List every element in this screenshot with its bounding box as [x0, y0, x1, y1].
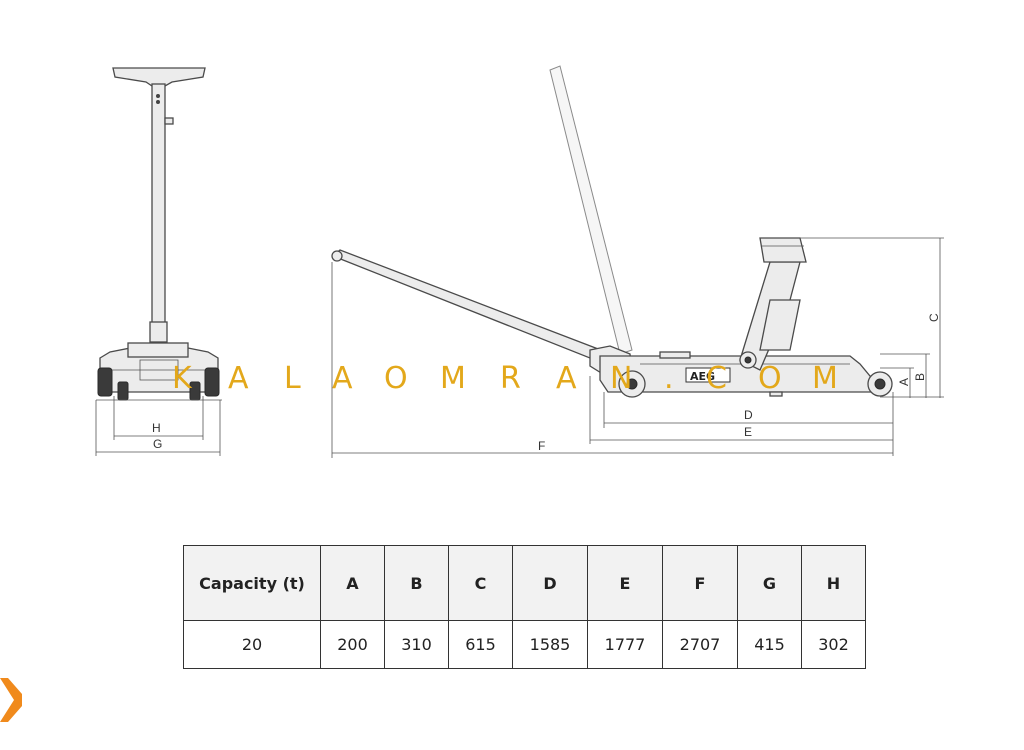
- watermark-letter: K: [172, 361, 193, 396]
- header-capacity: Capacity (t): [183, 545, 321, 621]
- dim-label-g: G: [153, 437, 162, 451]
- dim-label-h: H: [152, 421, 161, 435]
- watermark-letter: M: [440, 361, 466, 396]
- dim-label-e: E: [744, 425, 752, 439]
- side-view: AEG: [331, 65, 893, 398]
- cell-d: 1585: [512, 620, 588, 669]
- cell-b: 310: [384, 620, 449, 669]
- watermark-letter: A: [556, 361, 577, 396]
- dim-label-a: A: [897, 378, 911, 386]
- watermark-letter: A: [228, 361, 249, 396]
- watermark-letter: A: [332, 361, 353, 396]
- watermark-letter: C: [706, 361, 727, 396]
- brand-logo-icon: [0, 678, 22, 722]
- dim-label-b: B: [913, 373, 927, 381]
- cell-h: 302: [801, 620, 866, 669]
- front-dimensions: H G: [95, 396, 221, 456]
- header-f: F: [662, 545, 738, 621]
- header-h: H: [801, 545, 866, 621]
- cell-f: 2707: [662, 620, 738, 669]
- table-row: 20 200 310 615 1585 1777 2707 415 302: [183, 620, 866, 669]
- cell-capacity: 20: [183, 620, 321, 669]
- header-g: G: [737, 545, 802, 621]
- dim-label-d: D: [744, 408, 753, 422]
- watermark-letter: R: [500, 361, 521, 396]
- table-header-row: Capacity (t) A B C D E F G H: [183, 545, 866, 621]
- watermark-letter: O: [384, 361, 408, 396]
- header-b: B: [384, 545, 449, 621]
- side-dimensions: C B A D E F: [331, 237, 944, 458]
- watermark-letter: N: [610, 361, 632, 396]
- cell-a: 200: [320, 620, 385, 669]
- header-d: D: [512, 545, 588, 621]
- watermark-letter: M: [812, 361, 838, 396]
- cell-e: 1777: [587, 620, 663, 669]
- watermark-letter: L: [284, 361, 301, 396]
- side-badge: AEG: [690, 370, 715, 383]
- cell-c: 615: [448, 620, 513, 669]
- watermark-letter: .: [664, 361, 674, 396]
- dim-label-c: C: [927, 313, 941, 322]
- watermark-letter: O: [758, 361, 782, 396]
- dim-label-f: F: [538, 439, 545, 453]
- watermark: K A L A O M R A N . C O M: [172, 361, 838, 396]
- spec-table: Capacity (t) A B C D E F G H 20 200 310 …: [183, 545, 866, 669]
- header-a: A: [320, 545, 385, 621]
- cell-g: 415: [737, 620, 802, 669]
- front-view: [96, 67, 222, 401]
- header-c: C: [448, 545, 513, 621]
- header-e: E: [587, 545, 663, 621]
- jack-technical-drawing: H G AEG: [95, 65, 944, 458]
